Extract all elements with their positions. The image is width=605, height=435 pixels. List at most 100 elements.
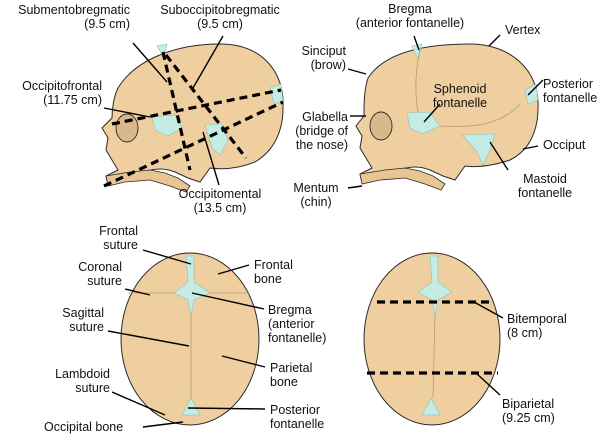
lateral-skull-2-orbit	[369, 111, 393, 141]
parietal-bone-label: Parietal bone	[270, 361, 312, 389]
top-skull-1-bregma	[173, 255, 211, 317]
mentum-name: Mentum	[293, 181, 339, 195]
frontal-suture-sub: suture	[103, 238, 138, 252]
sinciput-leader	[347, 68, 367, 75]
sinciput-sub: (brow)	[310, 58, 346, 72]
submentobregmatic-leader	[132, 42, 168, 83]
submentobregmatic-line	[161, 51, 192, 171]
coronal-suture-label: Coronal suture	[60, 260, 122, 288]
posterior-sub: fontanelle	[543, 91, 598, 105]
posterior-name: Posterior	[543, 77, 594, 91]
bregma-sub: (anterior fontanelle)	[355, 16, 465, 30]
occipitomental-value: (13.5 cm)	[193, 201, 247, 215]
occipitofrontal-line	[111, 88, 282, 126]
frontal-bone-label: Frontal bone	[254, 258, 293, 286]
lambdoid-suture-label: Lambdoid suture	[40, 367, 110, 395]
vertex-leader	[488, 34, 501, 47]
lambdoid-suture-name: Lambdoid	[55, 367, 110, 381]
frontal-suture-leader	[142, 249, 192, 265]
coronal-suture-name: Coronal	[78, 260, 122, 274]
posterior-top-sub: fontanelle	[270, 417, 325, 431]
occiput-leader	[522, 145, 539, 150]
top-skull-2-outline	[363, 252, 501, 426]
mastoid-fontanelle-shape	[461, 133, 496, 166]
sphenoid-fontanelle-label: Sphenoid fontanelle	[420, 82, 500, 110]
mastoid-sub: fontanelle	[517, 186, 573, 200]
lateral-skull-2-sutures	[415, 47, 521, 127]
suboccipitobregmatic-value: (9.5 cm)	[197, 17, 243, 31]
parietal-bone-sub: bone	[270, 375, 298, 389]
glabella-sub2: the nose)	[295, 138, 348, 152]
lambdoid-suture-leader	[111, 391, 166, 416]
submentobregmatic-value: (9.5 cm)	[84, 17, 130, 31]
top-skull-1-sutures	[128, 292, 250, 398]
frontal-bone-leader	[217, 264, 250, 275]
posterior-fontanelle-leader	[527, 79, 544, 96]
lateral-skull-1-jaw	[105, 169, 191, 193]
occipitofrontal-value: (11.75 cm)	[43, 93, 102, 107]
lateral-skull-landmarks	[347, 34, 544, 191]
suboccipitobregmatic-name: Suboccipitobregmatic	[160, 3, 280, 17]
occipitomental-line	[103, 100, 284, 188]
bregma-label: Bregma (anterior fontanelle)	[340, 2, 480, 30]
mastoid-fontanelle-label: Mastoid fontanelle	[505, 172, 585, 200]
biparietal-name: Biparietal	[502, 397, 555, 411]
sphenoid-fontanelle-shape	[406, 111, 441, 135]
posterior-fontanelle-top-leader	[187, 407, 266, 410]
submentobregmatic-label: Submentobregmatic (9.5 cm)	[0, 3, 130, 31]
occipitomental-leader	[202, 131, 220, 186]
top-skull-sutures	[107, 249, 266, 428]
bregma-top-name: Bregma	[268, 303, 312, 317]
sagittal-suture-name: Sagittal	[62, 306, 104, 320]
top-skull-2-bregma	[417, 255, 453, 317]
sphenoid-name: Sphenoid	[433, 82, 487, 96]
biparietal-value: (9.25 cm)	[502, 411, 555, 425]
frontal-suture-label: Frontal suture	[80, 224, 138, 252]
sagittal-suture-label: Sagittal suture	[40, 306, 104, 334]
bregma-top-sub1: (anterior	[268, 317, 315, 331]
sphenoid-leader	[423, 103, 441, 123]
bitemporal-label: Bitemporal (8 cm)	[507, 312, 567, 340]
suboccipitobregmatic-leader	[192, 35, 224, 89]
bregma-top-label: Bregma (anterior fontanelle)	[268, 303, 326, 345]
frontal-suture-name: Frontal	[99, 224, 138, 238]
biparietal-leader	[475, 372, 501, 396]
suboccipitobregmatic-label: Suboccipitobregmatic (9.5 cm)	[150, 3, 290, 31]
top-skull-1-posterior-fontanelle	[181, 397, 201, 416]
parietal-bone-name: Parietal	[270, 361, 313, 375]
mastoid-name: Mastoid	[523, 172, 567, 186]
lateral-skull-2-jaw	[359, 167, 446, 191]
occipitofrontal-label: Occipitofrontal (11.75 cm)	[0, 79, 102, 107]
posterior-fontanelle-label: Posterior fontanelle	[543, 77, 597, 105]
lambdoid-suture-sub: suture	[75, 381, 110, 395]
occiput-label: Occiput	[543, 138, 586, 152]
glabella-sub1: (bridge of	[295, 124, 348, 138]
occipital-bone-leader	[142, 421, 184, 428]
mastoid-leader	[489, 141, 509, 171]
top-skull-2-posterior-fontanelle	[421, 397, 441, 416]
vertex-label: Vertex	[505, 23, 541, 37]
bitemporal-value: (8 cm)	[507, 326, 543, 340]
mentum-label: Mentum (chin)	[286, 181, 346, 209]
sinciput-label: Sinciput (brow)	[290, 44, 346, 72]
mentum-leader	[347, 185, 363, 189]
glabella-name: Glabella	[302, 110, 348, 124]
mentum-sub: (chin)	[300, 195, 332, 209]
top-skull-2-sagittal	[432, 315, 436, 399]
lateral-skull-1-sphenoid-fontanelle	[151, 114, 183, 137]
bregma-name: Bregma	[388, 2, 432, 16]
parietal-bone-leader	[221, 355, 266, 368]
sinciput-name: Sinciput	[301, 44, 346, 58]
occipitomental-name: Occipitomental	[178, 187, 262, 201]
occipitomental-label: Occipitomental (13.5 cm)	[170, 187, 270, 215]
coronal-suture-leader	[124, 288, 151, 296]
bitemporal-leader	[473, 301, 504, 319]
frontal-bone-name: Frontal	[254, 258, 293, 272]
biparietal-label: Biparietal (9.25 cm)	[502, 397, 555, 425]
bitemporal-name: Bitemporal	[507, 312, 567, 326]
sphenoid-sub: fontanelle	[432, 96, 488, 110]
lateral-skull-2-cranium	[355, 43, 539, 184]
bregma-top-leader	[191, 292, 265, 310]
submentobregmatic-name: Submentobregmatic	[18, 3, 130, 17]
